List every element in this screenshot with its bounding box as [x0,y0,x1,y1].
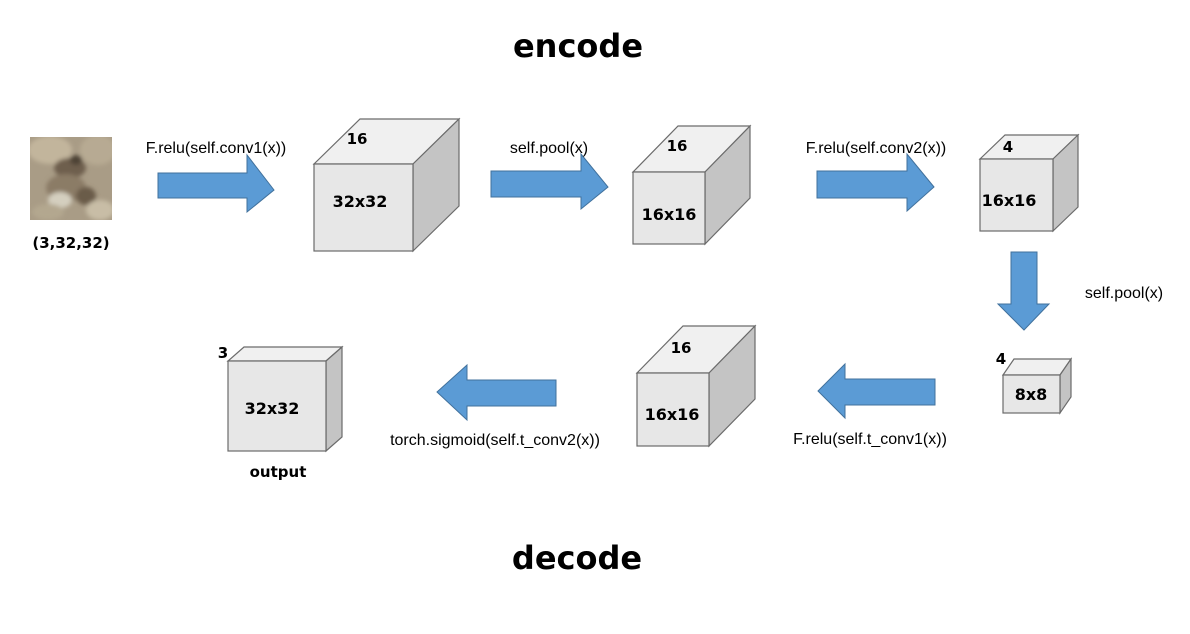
pool1-size: 16x16 [642,205,697,224]
conv2-channels: 4 [1003,138,1013,156]
t-conv1-output-cube [635,324,757,448]
pool1-output-cube [631,124,752,246]
pool2-arrow [996,251,1051,331]
decode-title: decode [512,539,642,577]
input-caption: (3,32,32) [32,234,109,252]
conv2-output-cube [978,133,1080,233]
conv2-label: F.relu(self.conv2(x)) [806,140,946,157]
pool2-output-cube [1001,357,1073,415]
output-channels: 3 [218,344,228,362]
conv1-arrow [157,153,275,214]
pool1-label: self.pool(x) [510,140,588,157]
conv1-channels: 16 [347,130,368,148]
t-conv1-arrow [817,362,936,420]
conv1-label: F.relu(self.conv1(x)) [146,140,286,157]
pool2-label: self.pool(x) [1085,285,1163,302]
input-image [30,137,112,220]
conv2-size: 16x16 [982,191,1037,210]
pool1-arrow [490,152,609,211]
t-conv1-size: 16x16 [645,405,700,424]
conv1-size: 32x32 [333,192,388,211]
t-conv1-channels: 16 [671,339,692,357]
pool2-channels: 4 [996,350,1006,368]
output-cube [226,345,344,453]
t-conv1-label: F.relu(self.t_conv1(x)) [793,431,947,448]
t-conv2-arrow [436,363,557,422]
encode-title: encode [513,27,643,65]
conv1-output-cube [312,117,461,253]
pool1-channels: 16 [667,137,688,155]
output-size: 32x32 [245,399,300,418]
pool2-size: 8x8 [1015,385,1048,404]
output-caption: output [250,463,307,481]
t-conv2-label: torch.sigmoid(self.t_conv2(x)) [390,432,600,449]
conv2-arrow [816,152,935,213]
